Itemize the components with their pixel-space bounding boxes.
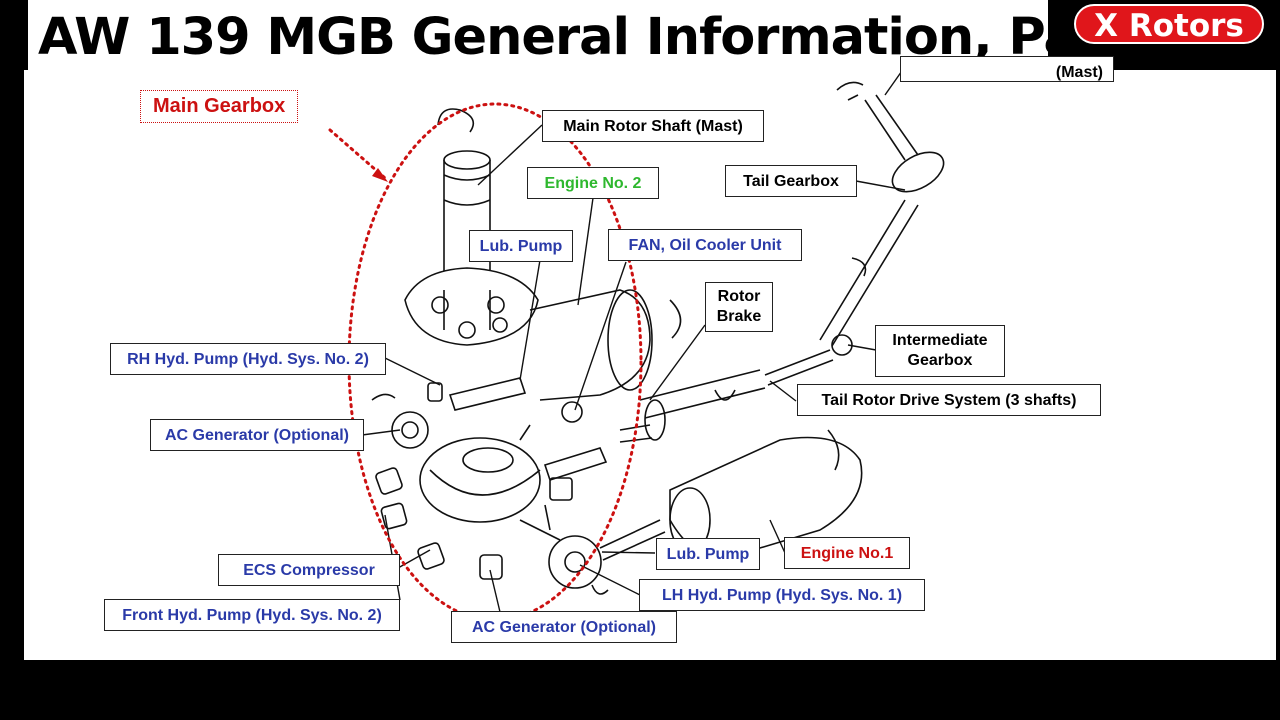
label-ac-generator-upper: AC Generator (Optional) [150, 419, 364, 451]
label-rotor-brake: Rotor Brake [705, 282, 773, 332]
label-tail-rotor-drive: Tail Rotor Drive System (3 shafts) [797, 384, 1101, 416]
label-fan-oil-cooler: FAN, Oil Cooler Unit [608, 229, 802, 261]
label-intermediate-gearbox-line-1: Intermediate [892, 332, 988, 349]
label-lub-pump-upper: Lub. Pump [469, 230, 573, 262]
label-tail-gearbox: Tail Gearbox [725, 165, 857, 197]
label-lub-pump-lower: Lub. Pump [656, 538, 760, 570]
title-bar [28, 0, 1048, 70]
label-intermediate-gearbox: Intermediate Gearbox [875, 325, 1005, 377]
label-lh-hyd-pump: LH Hyd. Pump (Hyd. Sys. No. 1) [639, 579, 925, 611]
label-engine-no-1: Engine No.1 [784, 537, 910, 569]
label-main-rotor-shaft: Main Rotor Shaft (Mast) [542, 110, 764, 142]
label-front-hyd-pump: Front Hyd. Pump (Hyd. Sys. No. 2) [104, 599, 400, 631]
label-intermediate-gearbox-line-2: Gearbox [907, 352, 973, 369]
label-mast-partial: (Mast) [900, 56, 1114, 82]
label-rh-hyd-pump: RH Hyd. Pump (Hyd. Sys. No. 2) [110, 343, 386, 375]
brand-badge: X Rotors [1074, 4, 1264, 44]
diagram-canvas: (Mast) Main Gearbox Main Rotor Shaft (Ma… [24, 56, 1276, 660]
gearbox-drawing [328, 70, 945, 622]
label-engine-no-2: Engine No. 2 [527, 167, 659, 199]
label-rotor-brake-line-2: Brake [716, 308, 762, 325]
label-ac-generator-lower: AC Generator (Optional) [451, 611, 677, 643]
label-ecs-compressor: ECS Compressor [218, 554, 400, 586]
main-gearbox-label: Main Gearbox [140, 90, 299, 123]
label-rotor-brake-line-1: Rotor [717, 288, 761, 305]
